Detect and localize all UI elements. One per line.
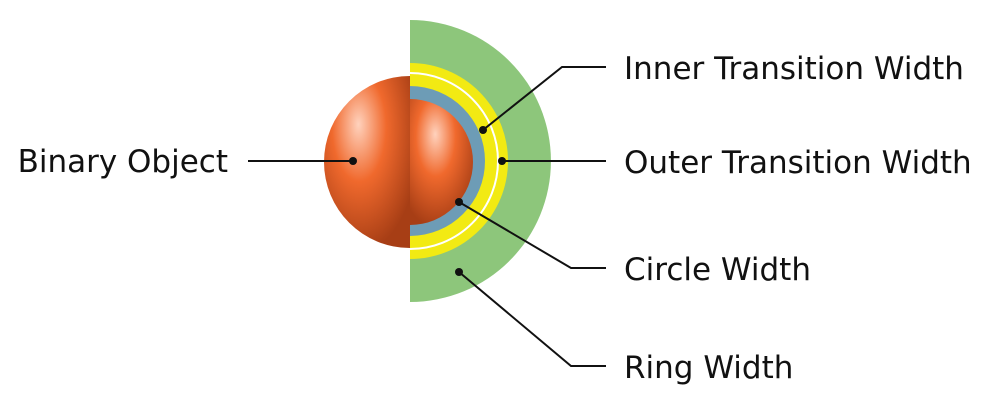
binary-object-sphere-right — [410, 99, 473, 225]
binary-object-dot — [349, 157, 357, 165]
ring-width-dot — [455, 268, 463, 276]
ring-width-leader — [458, 271, 606, 367]
ring-width-label: Ring Width — [624, 350, 793, 386]
circle-width-dot — [455, 198, 463, 206]
circle-width-leader — [458, 201, 606, 269]
inner-transition-width-label: Inner Transition Width — [624, 51, 964, 87]
binary-object-sphere-left — [324, 76, 410, 248]
inner-transition-dot — [479, 126, 487, 134]
outer-transition-width-label: Outer Transition Width — [624, 145, 972, 181]
inner-transition-leader — [482, 66, 606, 131]
binary-object-label: Binary Object — [18, 144, 228, 180]
circle-width-label: Circle Width — [624, 252, 811, 288]
outer-transition-dot — [498, 157, 506, 165]
